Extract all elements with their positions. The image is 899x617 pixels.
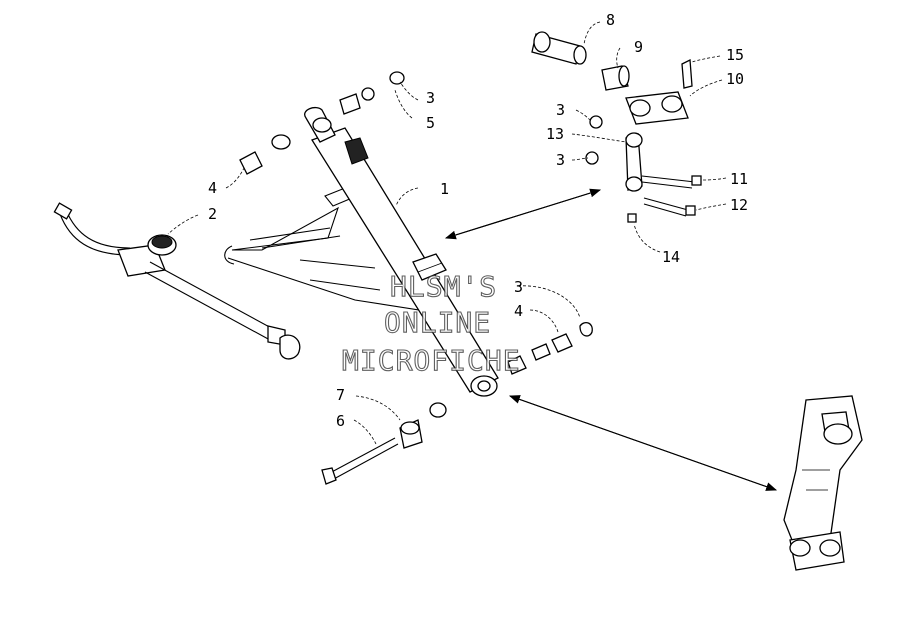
assembly-arrows: [444, 188, 778, 491]
callout-1: 1: [440, 180, 449, 198]
callout-14: 14: [662, 248, 680, 266]
callout-4: 4: [208, 179, 217, 197]
callout-10: 10: [726, 70, 744, 88]
leader-lines: [167, 21, 727, 445]
callout-3: 3: [556, 101, 565, 119]
watermark: HLSM'S ONLINE MICROFICHE: [341, 269, 521, 377]
callout-12: 12: [730, 196, 748, 214]
callout-4: 4: [514, 302, 523, 320]
callout-3: 3: [426, 89, 435, 107]
watermark-line-3: MICROFICHE: [342, 344, 521, 377]
callout-labels: 1 2 3 5 4 3 4 7 6 8 9 15 10 3 13 3 11 12…: [208, 11, 748, 430]
left-hardware: [239, 71, 593, 485]
callout-8: 8: [606, 11, 615, 29]
callout-3: 3: [556, 151, 565, 169]
callout-3: 3: [514, 278, 523, 296]
callout-7: 7: [336, 386, 345, 404]
callout-13: 13: [546, 125, 564, 143]
callout-2: 2: [208, 205, 217, 223]
watermark-line-1: HLSM'S: [390, 270, 497, 303]
steering-spindle: [783, 395, 863, 571]
upper-right-hardware: [531, 31, 702, 223]
callout-11: 11: [730, 170, 748, 188]
callout-9: 9: [634, 38, 643, 56]
callout-5: 5: [426, 114, 435, 132]
watermark-line-2: ONLINE: [384, 306, 491, 339]
callout-6: 6: [336, 412, 345, 430]
shock-absorber: [304, 106, 499, 397]
callout-15: 15: [726, 46, 744, 64]
steering-stabilizer-gauge: [53, 202, 301, 360]
